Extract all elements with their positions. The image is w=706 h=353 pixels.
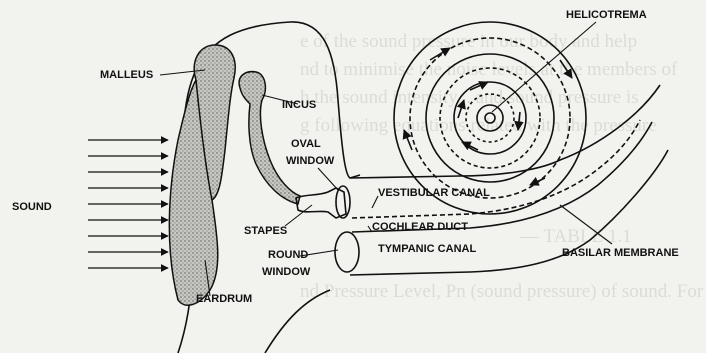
label-sound: SOUND bbox=[12, 201, 52, 213]
label-oval-window-line1: OVAL bbox=[291, 138, 321, 150]
label-incus: INCUS bbox=[282, 99, 316, 111]
label-helicotrema: HELICOTREMA bbox=[566, 9, 647, 21]
round-window-shape bbox=[335, 232, 359, 272]
label-round-window-line1: ROUND bbox=[268, 249, 308, 261]
label-cochlear-duct: COCHLEAR DUCT bbox=[372, 221, 468, 233]
lower-boundary bbox=[265, 290, 330, 353]
label-malleus: MALLEUS bbox=[100, 69, 153, 81]
label-basilar-membrane: BASILAR MEMBRANE bbox=[562, 247, 679, 259]
label-eardrum: EARDRUM bbox=[196, 293, 252, 305]
label-tympanic-canal: TYMPANIC CANAL bbox=[378, 243, 476, 255]
label-oval-window-line2: WINDOW bbox=[286, 155, 335, 167]
label-vestibular-canal: VESTIBULAR CANAL bbox=[378, 187, 490, 199]
label-stapes: STAPES bbox=[244, 225, 287, 237]
label-round-window-line2: WINDOW bbox=[262, 266, 311, 278]
sound-arrows bbox=[88, 140, 168, 268]
cochlea-spiral bbox=[394, 22, 586, 214]
